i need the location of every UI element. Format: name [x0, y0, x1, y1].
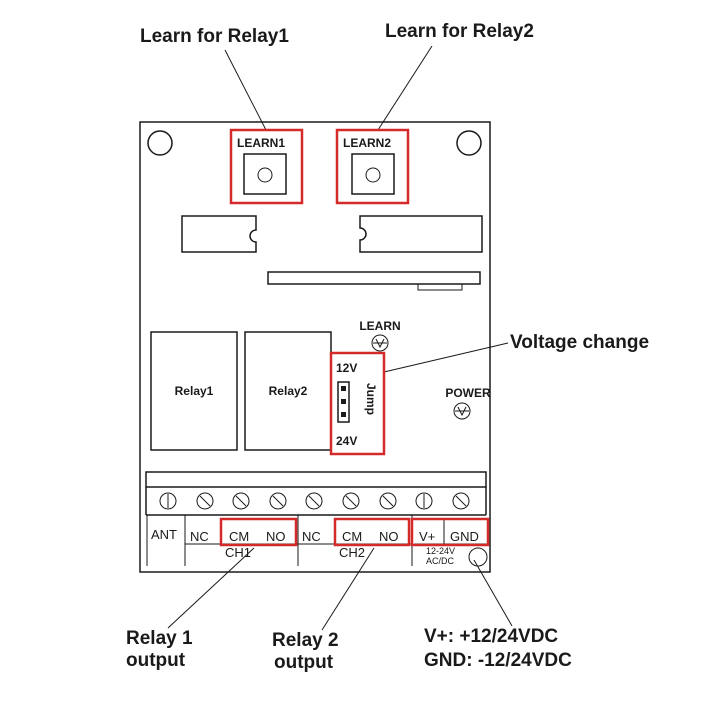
- channel2-label: CH2: [339, 545, 365, 560]
- terminal-cm-1: CM: [229, 529, 249, 544]
- terminal-screw-slot: [455, 495, 467, 507]
- leader-learn1: [224, 49, 267, 131]
- leader-learn2: [377, 45, 433, 131]
- terminal-no-2: NO: [379, 529, 399, 544]
- relay2-label: Relay2: [269, 384, 308, 398]
- learn1-button-body: [243, 153, 287, 195]
- terminal-screws: [159, 492, 470, 510]
- jumper-side-label: Jump: [364, 383, 378, 415]
- relay1-body: [150, 331, 238, 451]
- terminal-nc-1: NC: [190, 529, 209, 544]
- power-led-label: POWER: [445, 386, 491, 400]
- terminal-screw: [305, 492, 323, 510]
- terminal-vplus: V+: [419, 529, 435, 544]
- jumper-24v-label: 24V: [336, 434, 357, 448]
- jumper-header: [337, 381, 350, 423]
- learn1-label: LEARN1: [237, 136, 285, 150]
- callout-relay1-output-line2: output: [126, 650, 186, 671]
- learn-led: [371, 334, 389, 352]
- jumper-pin-2: [341, 399, 346, 404]
- supply-note-line1: 12-24V: [426, 546, 455, 556]
- callout-relay2-output-line1: Relay 2: [272, 630, 339, 651]
- learn1-highlight: [229, 128, 304, 205]
- ic-chip-1: [181, 215, 257, 253]
- mount-hole-bottom-right: [468, 547, 488, 567]
- callout-power-spec-gnd: GND: -12/24VDC: [424, 650, 572, 671]
- callout-learn-relay1: Learn for Relay1: [140, 26, 289, 47]
- relay2-output-highlight: [333, 517, 411, 547]
- terminal-screw: [342, 492, 360, 510]
- callout-relay2-output-line2: output: [274, 652, 334, 673]
- terminal-screw: [159, 492, 177, 510]
- terminal-screw-slot: [272, 495, 284, 507]
- terminal-screw: [196, 492, 214, 510]
- power-led-symbol: [455, 406, 469, 417]
- callout-relay1-output-line1: Relay 1: [126, 628, 193, 649]
- terminal-nc-2: NC: [302, 529, 321, 544]
- callout-power-spec-vplus: V+: +12/24VDC: [424, 626, 558, 647]
- jumper-pin-1: [341, 386, 346, 391]
- learn2-button-body: [351, 153, 395, 195]
- terminal-screw: [269, 492, 287, 510]
- pcb-outline: [139, 121, 491, 573]
- terminal-screw: [379, 492, 397, 510]
- ic-strip-tab: [417, 283, 463, 291]
- callout-voltage-change: Voltage change: [510, 332, 649, 353]
- terminal-screw-slot: [345, 495, 357, 507]
- relay1-output-highlight: [219, 517, 298, 547]
- leader-power: [473, 559, 513, 627]
- terminal-no-1: NO: [266, 529, 286, 544]
- terminal-gnd: GND: [450, 529, 479, 544]
- jumper-12v-label: 12V: [336, 361, 357, 375]
- terminal-screw-slot: [308, 495, 320, 507]
- terminal-screw-slot: [199, 495, 211, 507]
- mount-hole-top-right: [456, 130, 482, 156]
- learn2-label: LEARN2: [343, 136, 391, 150]
- terminal-screw: [452, 492, 470, 510]
- supply-note-line2: AC/DC: [426, 556, 455, 566]
- terminal-screw: [415, 492, 433, 510]
- ic-strip: [267, 271, 481, 285]
- leader-relay2: [321, 547, 375, 631]
- jumper-pin-3: [341, 412, 346, 417]
- relay1-label: Relay1: [175, 384, 214, 398]
- channel1-label: CH1: [225, 545, 251, 560]
- power-input-highlight: [410, 517, 490, 547]
- ic-chip-2: [359, 215, 483, 253]
- learn-led-symbol: [373, 338, 387, 349]
- terminal-screw-slot: [382, 495, 394, 507]
- leader-voltage: [383, 342, 509, 373]
- terminal-ant: ANT: [151, 527, 177, 542]
- learn2-button: [365, 167, 381, 183]
- mount-hole-top-left: [147, 130, 173, 156]
- terminal-screw: [232, 492, 250, 510]
- learn-led-label: LEARN: [359, 319, 400, 333]
- terminal-block-top: [145, 471, 487, 488]
- learn1-button: [257, 167, 273, 183]
- learn2-highlight: [335, 128, 410, 205]
- terminal-screw-slot: [235, 495, 247, 507]
- terminal-cm-2: CM: [342, 529, 362, 544]
- callout-learn-relay2: Learn for Relay2: [385, 21, 534, 42]
- leader-relay1: [167, 547, 255, 629]
- jumper-highlight: [329, 351, 386, 456]
- leader-lines: [167, 45, 513, 631]
- power-led: [453, 402, 471, 420]
